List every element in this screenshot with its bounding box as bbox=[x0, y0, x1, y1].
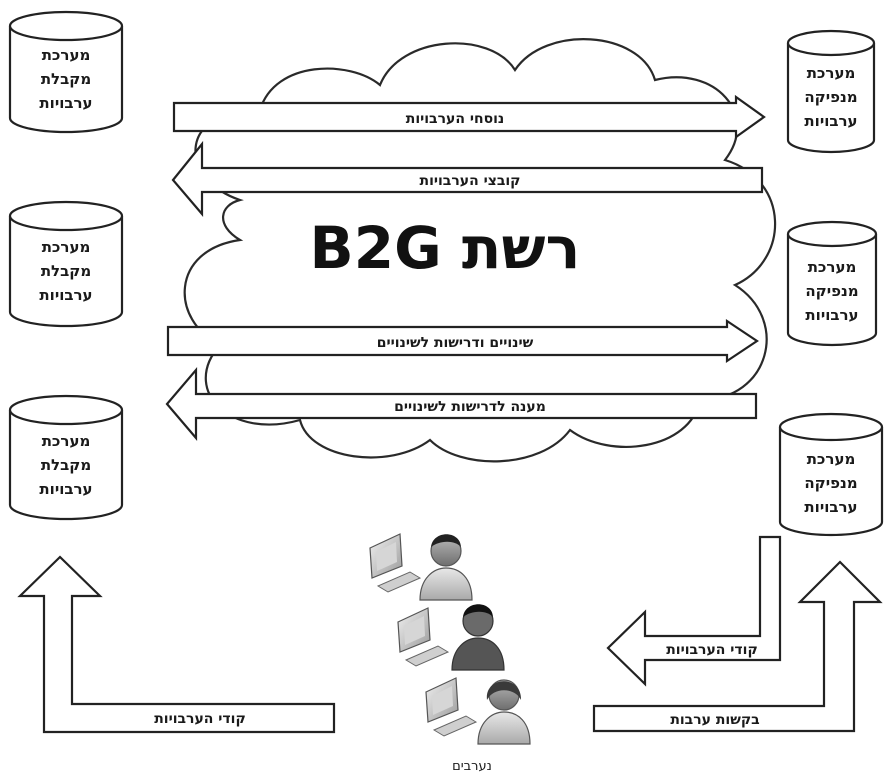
person-icon bbox=[477, 679, 531, 745]
issuer-system-1: מערכת מנפיקה ערבויות bbox=[786, 29, 876, 154]
arrow-response-requests: מענה לדרישות לשינויים bbox=[165, 367, 758, 441]
network-title: רשת B2G bbox=[310, 214, 581, 282]
arrow-guarantee-request: בקשות ערבות bbox=[592, 560, 883, 733]
receiver-system-1: מערכת מקבלת ערבויות bbox=[8, 10, 124, 134]
flow-label-changes-requests: שינויים ודרישות לשינויים bbox=[377, 335, 534, 351]
issuer-3-line-3: ערבויות bbox=[804, 498, 857, 516]
issuer-1-line-3: ערבויות bbox=[804, 112, 857, 130]
arrow-guarantee-files: קובצי הערבויות bbox=[171, 140, 764, 217]
issuer-1-line-1: מערכת bbox=[807, 64, 856, 82]
issuer-system-2: מערכת מנפיקה ערבויות bbox=[786, 220, 878, 347]
receiver-2-line-2: מקבלת bbox=[41, 262, 91, 280]
receiver-system-3: מערכת מקבלת ערבויות bbox=[8, 394, 124, 521]
issuer-1-line-2: מנפיקה bbox=[804, 88, 857, 106]
flow-label-guarantee-codes-issuer: קודי הערבויות bbox=[666, 642, 758, 658]
issuer-system-3: מערכת מנפיקה ערבויות bbox=[778, 412, 884, 537]
person-icon bbox=[419, 534, 473, 601]
flow-label-guarantee-files: קובצי הערבויות bbox=[420, 173, 521, 189]
computer-icon bbox=[425, 677, 478, 737]
flow-label-response-requests: מענה לדרישות לשינויים bbox=[394, 399, 546, 415]
issuer-3-line-1: מערכת bbox=[807, 450, 856, 468]
receiver-2-line-1: מערכת bbox=[42, 238, 91, 256]
receiver-2-line-3: ערבויות bbox=[39, 286, 92, 304]
issuer-3-line-2: מנפיקה bbox=[804, 474, 857, 492]
arrow-changes-requests: שינויים ודרישות לשינויים bbox=[166, 318, 759, 364]
beneficiary-user-3 bbox=[425, 677, 531, 745]
arrow-guarantee-texts: נוסחי הערבויות bbox=[172, 94, 766, 140]
flow-label-guarantee-texts: נוסחי הערבויות bbox=[406, 111, 505, 127]
flow-label-guarantee-codes-receiver: קודי הערבויות bbox=[154, 711, 246, 727]
receiver-1-line-3: ערבויות bbox=[39, 94, 92, 112]
receiver-1-line-1: מערכת bbox=[42, 46, 91, 64]
receiver-system-2: מערכת מקבלת ערבויות bbox=[8, 200, 124, 328]
computer-icon bbox=[369, 533, 422, 593]
issuer-2-line-2: מנפיקה bbox=[805, 282, 858, 300]
receiver-1-line-2: מקבלת bbox=[41, 70, 91, 88]
person-icon bbox=[451, 604, 505, 671]
issuer-2-line-1: מערכת bbox=[808, 258, 857, 276]
receiver-3-line-3: ערבויות bbox=[39, 480, 92, 498]
flow-label-guarantee-request: בקשות ערבות bbox=[670, 712, 759, 728]
receiver-3-line-2: מקבלת bbox=[41, 456, 91, 474]
beneficiaries-label: נערבים bbox=[452, 759, 492, 774]
arrow-guarantee-codes-issuer: קודי הערבויות bbox=[606, 535, 782, 687]
computer-icon bbox=[397, 607, 450, 667]
receiver-3-line-1: מערכת bbox=[42, 432, 91, 450]
arrow-guarantee-codes-receiver: קודי הערבויות bbox=[17, 555, 336, 734]
issuer-2-line-3: ערבויות bbox=[805, 306, 858, 324]
beneficiary-user-2 bbox=[397, 604, 505, 671]
beneficiary-user-1 bbox=[369, 533, 473, 601]
